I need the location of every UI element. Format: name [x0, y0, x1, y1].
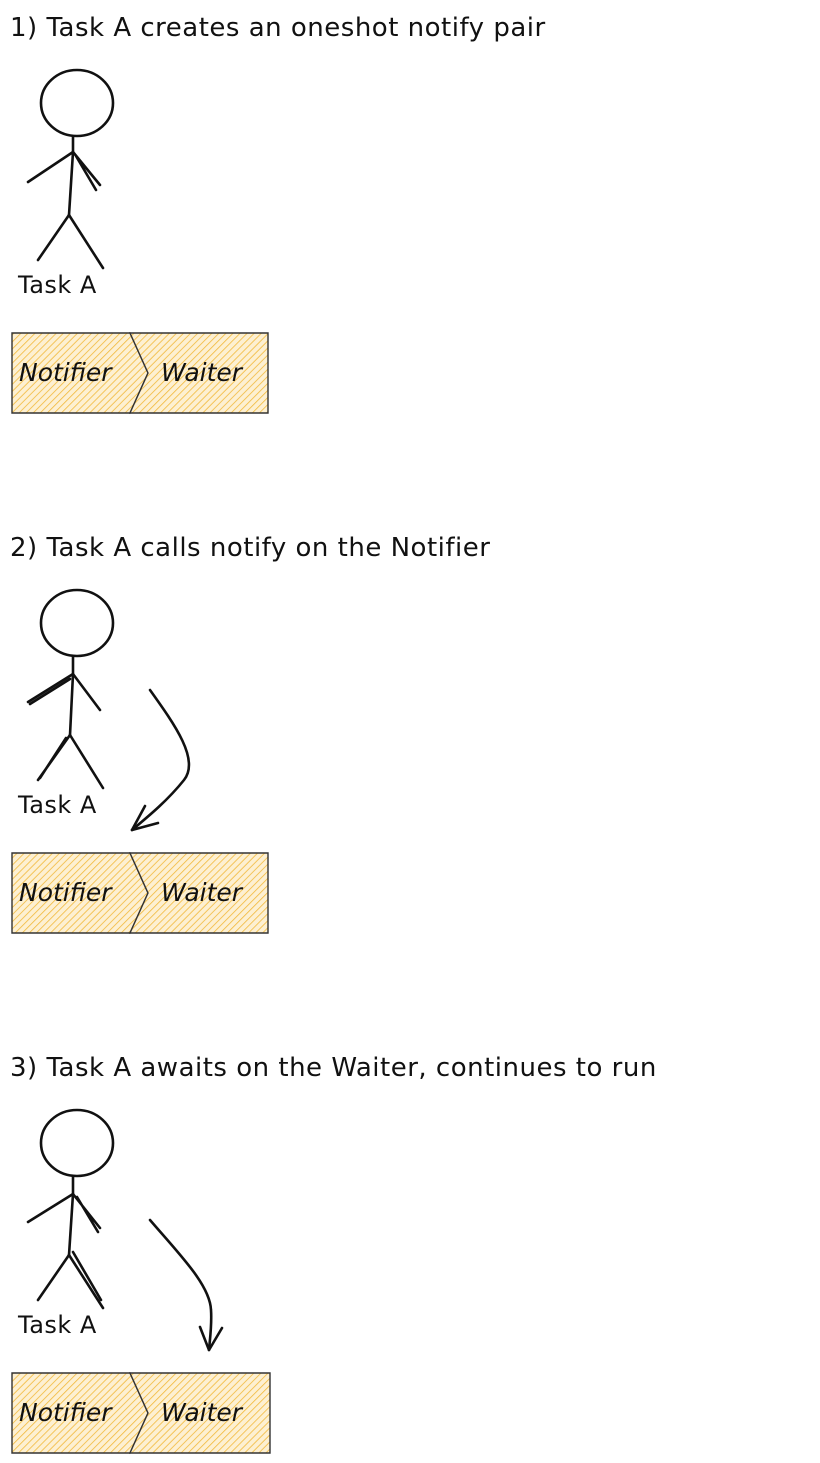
arrow-to-notifier-icon: [130, 688, 191, 832]
waiter-box: [128, 1372, 271, 1454]
notifier-label: Notifier: [19, 878, 113, 907]
step-1-title: 1) Task A creates an oneshot notify pair: [10, 13, 546, 43]
step-3-title: 3) Task A awaits on the Waiter, continue…: [10, 1053, 657, 1083]
stick-figure-icon: [26, 588, 115, 790]
step-2: 2) Task A calls notify on the Notifier T…: [10, 533, 490, 934]
notify-pair: Notifier Waiter: [11, 852, 269, 934]
waiter-label: Waiter: [161, 358, 244, 387]
actor-label: Task A: [17, 1311, 97, 1339]
arrow-to-waiter-icon: [148, 1218, 224, 1352]
waiter-box: [128, 852, 269, 934]
notify-pair: Notifier Waiter: [11, 332, 269, 414]
step-3: 3) Task A awaits on the Waiter, continue…: [10, 1053, 657, 1454]
notifier-label: Notifier: [19, 1398, 113, 1427]
actor-label: Task A: [17, 791, 97, 819]
step-1: 1) Task A creates an oneshot notify pair…: [10, 13, 546, 414]
notify-pair: Notifier Waiter: [11, 1372, 271, 1454]
step-2-title: 2) Task A calls notify on the Notifier: [10, 533, 490, 563]
waiter-label: Waiter: [161, 878, 244, 907]
notifier-label: Notifier: [19, 358, 113, 387]
waiter-label: Waiter: [161, 1398, 244, 1427]
actor-label: Task A: [17, 271, 97, 299]
stick-figure-icon: [26, 68, 115, 270]
waiter-box: [128, 332, 269, 414]
stick-figure-icon: [26, 1108, 115, 1310]
